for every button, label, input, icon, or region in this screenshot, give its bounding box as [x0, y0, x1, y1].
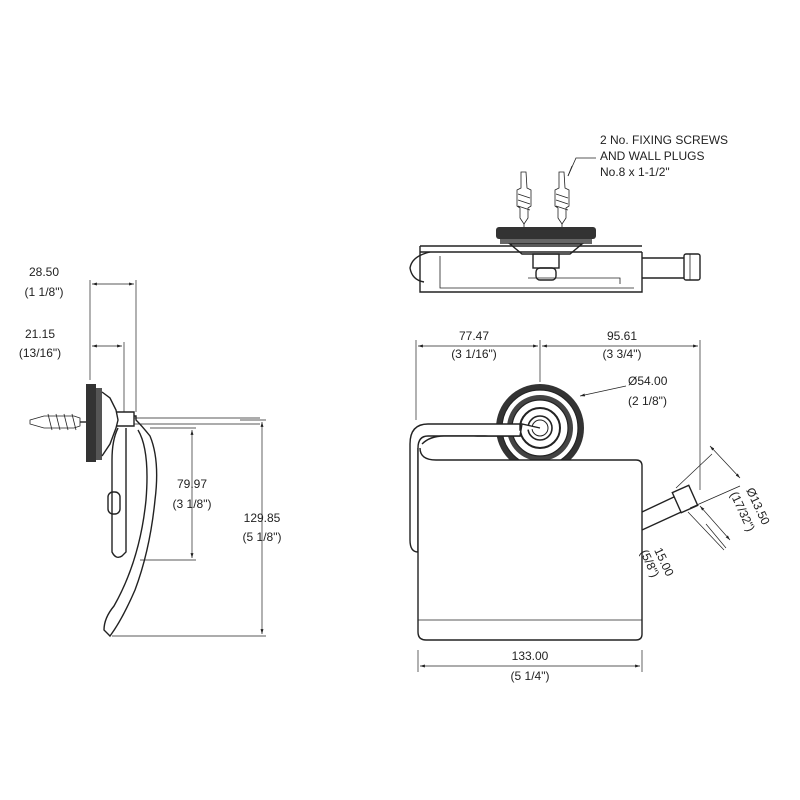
side-dims: 28.50 (1 1/8") 21.15 (13/16") 79.97 (3 1… [19, 265, 282, 637]
note-line-3: No.8 x 1-1/2" [600, 165, 670, 179]
front-cover [409, 423, 643, 641]
top-view: 2 No. FIXING SCREWS AND WALL PLUGS No.8 … [409, 133, 728, 293]
note-line-2: AND WALL PLUGS [600, 149, 704, 163]
dim-133-in: (5 1/4") [511, 669, 550, 683]
dim-28-50: 28.50 [29, 265, 59, 279]
dim-79-97-in: (3 1/8") [173, 497, 212, 511]
front-view: 77.47 (3 1/16") 95.61 (3 3/4") Ø54.00 (2… [409, 329, 773, 683]
dim-dia-54: Ø54.00 [628, 374, 668, 388]
side-holder-body [103, 411, 260, 638]
dim-21-15-in: (13/16") [19, 346, 61, 360]
dim-129-85-in: (5 1/8") [243, 530, 282, 544]
holder-top-body [409, 245, 701, 293]
dim-28-50-in: (1 1/8") [25, 285, 64, 299]
rosette-top-icon [496, 227, 596, 281]
dim-dia-54-in: (2 1/8") [628, 394, 667, 408]
dim-77-47: 77.47 [459, 329, 489, 343]
side-rosette-icon [80, 384, 119, 462]
front-rod [641, 484, 699, 531]
dim-95-61: 95.61 [607, 329, 637, 343]
dim-77-47-in: (3 1/16") [451, 347, 497, 361]
dim-79-97: 79.97 [177, 477, 207, 491]
note-line-1: 2 No. FIXING SCREWS [600, 133, 728, 147]
side-screw-icon [29, 413, 81, 431]
side-view: 28.50 (1 1/8") 21.15 (13/16") 79.97 (3 1… [19, 265, 282, 638]
dim-21-15: 21.15 [25, 327, 55, 341]
fixing-note: 2 No. FIXING SCREWS AND WALL PLUGS No.8 … [567, 133, 728, 179]
dim-95-61-in: (3 3/4") [603, 347, 642, 361]
dim-133: 133.00 [512, 649, 549, 663]
dim-129-85: 129.85 [244, 511, 281, 525]
